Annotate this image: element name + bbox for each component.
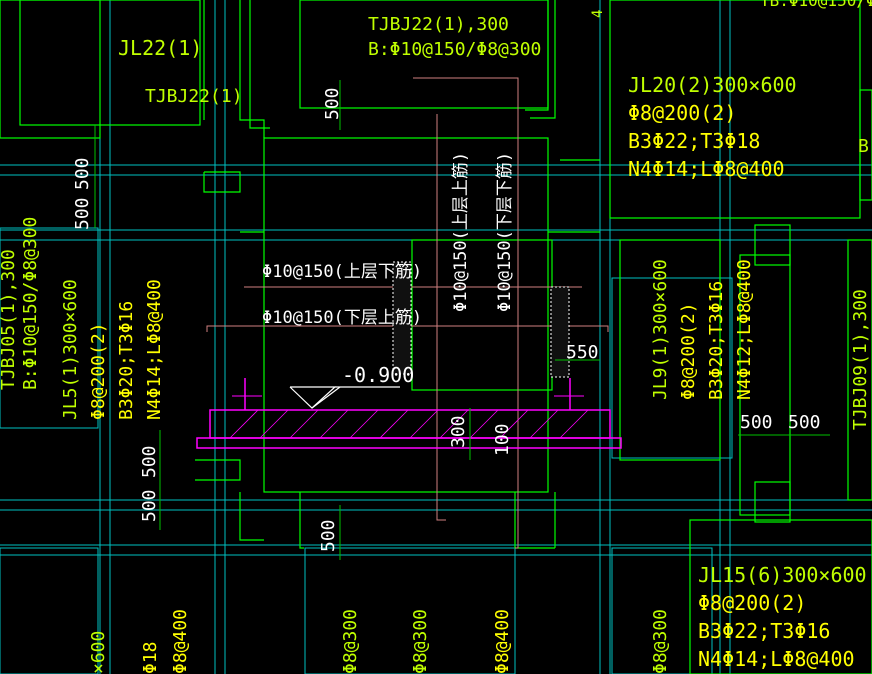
label-jl9[interactable]: JL9(1)300×600	[650, 259, 671, 400]
dim-300: 300	[448, 415, 469, 448]
label-tjbj22-left[interactable]: TJBJ22(1)	[145, 86, 243, 107]
label-jl5-stirrup: Φ8@200(2)	[88, 322, 109, 420]
dim-500-top: 500	[322, 87, 343, 120]
dim-500-bottom: 500	[318, 519, 339, 552]
reinforcement-labels: Φ8@200(2) B3Φ22;T3Φ18 N4Φ14;LΦ8@400 Φ8@2…	[628, 101, 855, 671]
slab-section	[196, 378, 622, 449]
label-jl5-long: B3Φ20;T3Φ16	[116, 301, 137, 420]
label-rebar-lower-top[interactable]: Φ10@150(下层上筋)	[262, 308, 422, 328]
label-jl20[interactable]: JL20(2)300×600	[628, 73, 797, 97]
rotated-right-labels: JL9(1)300×600 Φ8@200(2) B3Φ20;T3Φ16 N4Φ1…	[650, 259, 871, 430]
label-bottom-partial-6: Φ8@400	[492, 609, 513, 674]
dim-100: 100	[492, 423, 513, 456]
elevation-marker	[289, 386, 400, 409]
label-tjbj22-top-rebar[interactable]: B:Φ10@150/Φ8@300	[368, 39, 541, 60]
label-elevation[interactable]: -0.900	[342, 363, 414, 387]
label-rebar-v-upper-top[interactable]: Φ10@150(上层上筋)	[451, 152, 471, 312]
label-jl5-side: N4Φ14;LΦ8@400	[144, 279, 165, 420]
dimension-lines	[94, 80, 830, 560]
label-tjbj05-left[interactable]: TJBJ05(1),300	[0, 249, 19, 390]
reference-lines	[206, 77, 609, 549]
dim-500-left2: 500	[72, 197, 93, 230]
label-bottom-partial-4: Φ8@300	[340, 609, 361, 674]
dim-500-right-b: 500	[788, 412, 821, 433]
label-top-right-digit: 4	[590, 10, 606, 18]
beam-labels: JL22(1) TJBJ22(1),300 B:Φ10@150/Φ8@300 T…	[118, 0, 872, 587]
label-rebar-upper-bottom[interactable]: Φ10@150(上层下筋)	[262, 262, 422, 282]
rebar-hatch-bands	[392, 261, 570, 378]
label-jl9-stirrup: Φ8@200(2)	[678, 302, 699, 400]
label-jl20-stirrup: Φ8@200(2)	[628, 101, 736, 125]
label-top-right-partial: TB:Φ10@150/Φ8@3	[760, 0, 872, 10]
dim-550: 550	[566, 342, 599, 363]
label-jl20-side: N4Φ14;LΦ8@400	[628, 157, 785, 181]
label-jl20-long: B3Φ22;T3Φ18	[628, 129, 760, 153]
rotated-left-labels: TJBJ05(1),300 B:Φ10@150/Φ8@300 JL5(1)300…	[0, 217, 165, 420]
label-jl5[interactable]: JL5(1)300×600	[60, 279, 81, 420]
label-bottom-partial-1: ×600	[88, 631, 109, 674]
dim-500-left: 500	[72, 157, 93, 190]
label-jl22[interactable]: JL22(1)	[118, 36, 202, 60]
dimension-text: 500 500 500 500 500 500 550 500 500 300 …	[72, 87, 821, 552]
rebar-annotations: Φ10@150(上层下筋) Φ10@150(下层上筋) Φ10@150(上层上筋…	[262, 152, 515, 387]
label-jl15[interactable]: JL15(6)300×600	[698, 563, 867, 587]
label-jl15-side: N4Φ14;LΦ8@400	[698, 647, 855, 671]
label-bottom-partial-3: Φ8@400	[170, 609, 191, 674]
label-bottom-partial-7: Φ8@300	[650, 609, 671, 674]
label-rebar-v-lower-bottom[interactable]: Φ10@150(下层下筋)	[495, 152, 515, 312]
dim-500-left3: 500	[139, 445, 160, 478]
label-tjbj09-right[interactable]: TJBJ09(1),300	[850, 289, 871, 430]
bottom-partial-labels: ×600 Φ18 Φ8@400 Φ8@300 Φ8@300 Φ8@400 Φ8@…	[88, 609, 671, 674]
label-jl9-long: B3Φ20;T3Φ16	[706, 281, 727, 400]
label-jl15-stirrup: Φ8@200(2)	[698, 591, 806, 615]
label-right-edge-b: B	[858, 136, 869, 157]
label-jl15-long: B3Φ22;T3Φ16	[698, 619, 830, 643]
label-jl9-side: N4Φ12;LΦ8@400	[734, 259, 755, 400]
label-bottom-partial-5: Φ8@300	[410, 609, 431, 674]
dim-500-right-a: 500	[740, 412, 773, 433]
label-tjbj22-top[interactable]: TJBJ22(1),300	[368, 14, 509, 35]
label-tjbj05-left-rebar: B:Φ10@150/Φ8@300	[20, 217, 41, 390]
dim-500-left4: 500	[139, 489, 160, 522]
label-bottom-partial-2: Φ18	[140, 641, 161, 674]
